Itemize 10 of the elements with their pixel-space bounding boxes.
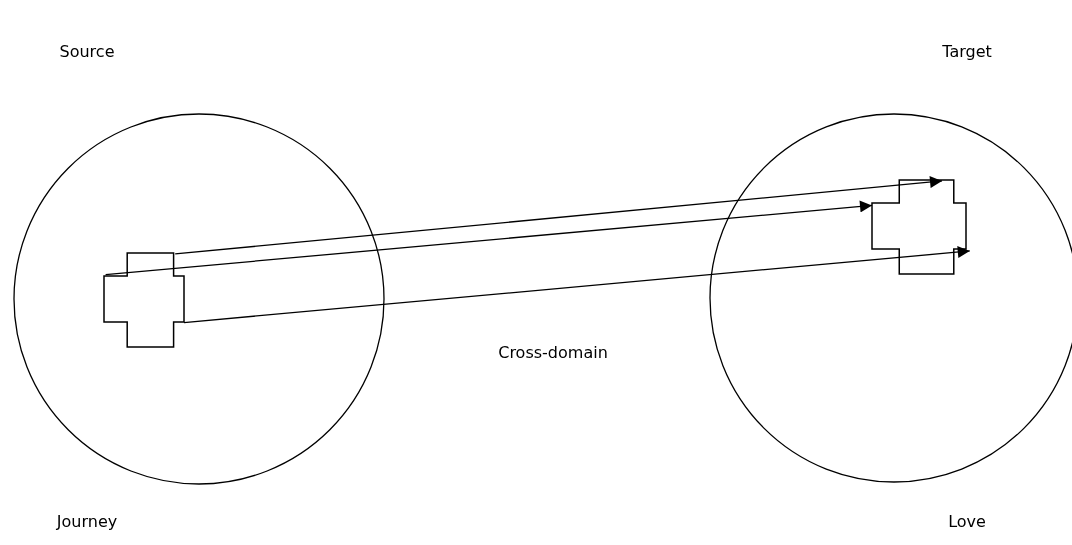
mapping-label: Cross-domain	[498, 343, 608, 363]
arrow	[174, 176, 943, 255]
arrow	[183, 246, 971, 324]
domain-heading: Target	[942, 42, 992, 62]
domain-name: Journey	[56, 512, 118, 532]
domain-heading: Source	[59, 42, 115, 62]
cross-shape	[104, 253, 184, 347]
arrow	[104, 200, 873, 276]
domain-name: Love	[948, 512, 986, 532]
cross-shape	[872, 180, 966, 274]
